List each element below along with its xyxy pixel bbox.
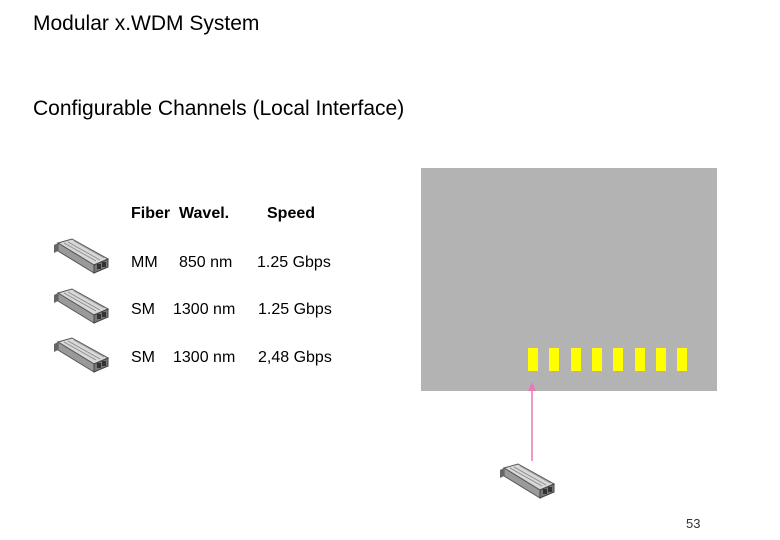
wavelength: 850 nm	[179, 254, 233, 271]
page-number: 53	[686, 516, 701, 531]
port-slot	[570, 348, 581, 371]
slide-subtitle: Configurable Channels (Local Interface)	[33, 97, 405, 120]
speed: 2,48 Gbps	[258, 349, 332, 366]
sfp-transceiver-icon	[500, 463, 556, 499]
port-slot	[613, 348, 624, 371]
fiber-type: SM	[131, 301, 155, 318]
port-slot	[677, 348, 688, 371]
port-slot	[528, 348, 538, 371]
speed: 1.25 Gbps	[258, 301, 332, 318]
wavelength: 1300 nm	[173, 301, 236, 318]
header-speed: Speed	[267, 205, 316, 222]
wavelength: 1300 nm	[173, 349, 236, 366]
fiber-type: MM	[131, 254, 158, 271]
slide-title: Modular x.WDM System	[33, 12, 260, 35]
insert-arrow-icon	[528, 382, 536, 461]
port-slot	[634, 348, 645, 371]
sfp-transceiver-icon	[54, 337, 110, 373]
module-panel	[421, 168, 717, 391]
sfp-transceiver-icon	[54, 288, 110, 324]
speed: 1.25 Gbps	[257, 254, 331, 271]
header-fiber-wavelength: Fiber Wavel.	[131, 205, 230, 222]
port-slot	[549, 348, 560, 371]
sfp-transceiver-icon	[54, 238, 110, 274]
fiber-type: SM	[131, 349, 155, 366]
port-slot	[591, 348, 602, 371]
port-slot	[655, 348, 666, 371]
